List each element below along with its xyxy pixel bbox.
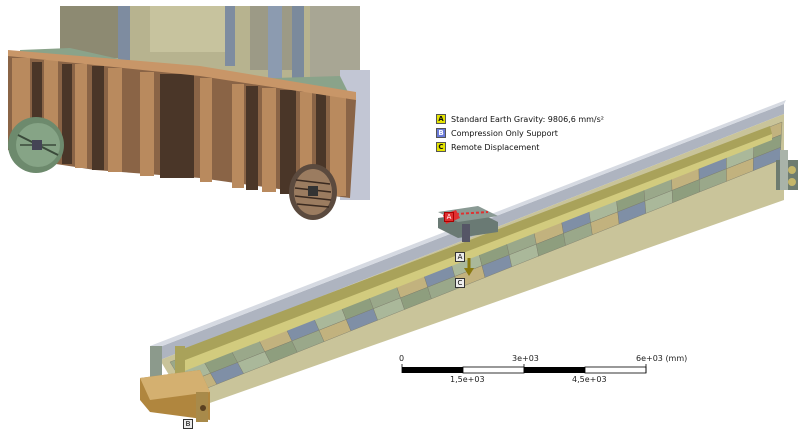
scale-label-6e3: 6e+03 (mm) bbox=[636, 354, 688, 363]
scale-label-1-5e3: 1,5e+03 bbox=[450, 375, 485, 384]
detail-inset bbox=[8, 6, 370, 220]
scale-label-3e3: 3e+03 bbox=[512, 354, 539, 363]
left-end-support bbox=[140, 346, 210, 422]
left-wheel bbox=[8, 117, 64, 173]
beam-model bbox=[140, 100, 798, 422]
scale-bar bbox=[401, 364, 647, 374]
legend-label-compression-support: Compression Only Support bbox=[451, 128, 558, 138]
gravity-arrow-icon bbox=[464, 258, 474, 276]
marker-c-tag[interactable]: C bbox=[455, 278, 465, 288]
legend-item-remote-displacement: C Remote Displacement bbox=[436, 140, 604, 154]
scale-label-4-5e3: 4,5e+03 bbox=[572, 375, 607, 384]
legend-item-compression-support: B Compression Only Support bbox=[436, 126, 604, 140]
legend-key-a: A bbox=[436, 114, 446, 124]
marker-a-small-tag[interactable]: A bbox=[455, 252, 465, 262]
scale-label-0: 0 bbox=[399, 354, 405, 363]
legend: A Standard Earth Gravity: 9806,6 mm/s² B… bbox=[436, 112, 604, 154]
right-wheel bbox=[289, 164, 337, 220]
legend-item-gravity: A Standard Earth Gravity: 9806,6 mm/s² bbox=[436, 112, 604, 126]
right-end-support bbox=[776, 150, 798, 190]
legend-label-gravity: Standard Earth Gravity: 9806,6 mm/s² bbox=[451, 114, 604, 124]
legend-label-remote-displacement: Remote Displacement bbox=[451, 142, 540, 152]
marker-a-tag[interactable]: A bbox=[444, 212, 454, 222]
legend-key-c: C bbox=[436, 142, 446, 152]
marker-b-tag[interactable]: B bbox=[183, 419, 193, 429]
legend-key-b: B bbox=[436, 128, 446, 138]
